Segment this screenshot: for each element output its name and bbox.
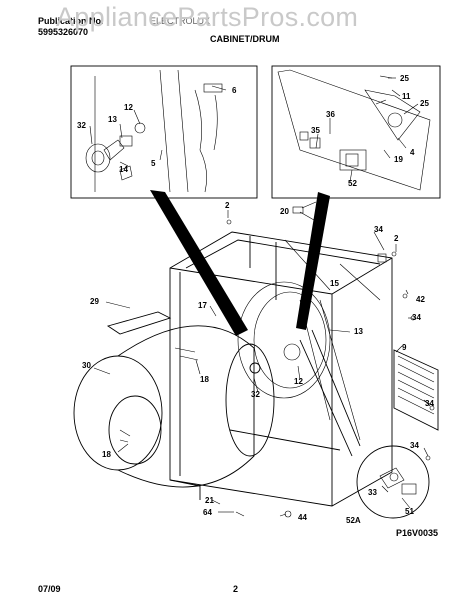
callout-20: 20 [280,207,289,216]
callout-2-b: 2 [318,196,323,205]
vent-grille [393,349,439,431]
callout-5: 5 [151,159,156,168]
callout-25-b: 25 [420,99,429,108]
callout-9: 9 [402,343,407,352]
callout-42: 42 [416,295,425,304]
publication-number: 5995326070 [38,27,89,37]
callout-11: 11 [402,92,411,101]
callout-36: 36 [326,110,335,119]
callout-52: 52 [348,179,357,188]
callout-64: 64 [203,508,212,517]
drum-baffles [119,347,199,443]
pointer-right [296,192,330,330]
door-switch-inset [299,329,430,519]
callout-35: 35 [311,126,320,135]
drum [73,325,275,488]
pointer-left [150,190,248,336]
inset-right-parts [277,69,431,191]
inset-left-parts [85,69,223,193]
callout-13: 13 [108,115,117,124]
callout-14: 14 [119,165,128,174]
callout-17: 17 [198,301,207,310]
callout-29: 29 [90,297,99,306]
callout-13-b: 13 [354,327,363,336]
callout-12-b: 12 [294,377,303,386]
callout-2-c: 2 [394,234,399,243]
publication-label: Publication No. [38,16,104,26]
callout-34: 34 [374,225,383,234]
callout-18-b: 18 [102,450,111,459]
callout-51: 51 [405,507,414,516]
inset-frame-right [271,65,441,199]
callout-32-b: 32 [251,390,260,399]
callout-15: 15 [330,279,339,288]
callout-34-c: 34 [425,399,434,408]
callout-34-d: 34 [410,441,419,450]
rear-drum-back [237,281,331,399]
callout-4: 4 [410,148,415,157]
callout-44: 44 [298,513,307,522]
brand-name: ELECTROLUX [150,16,211,26]
callout-34-b: 34 [412,313,421,322]
watermark: AppliancePartsPros.com [56,2,359,32]
callout-33: 33 [368,488,377,497]
callout-18: 18 [200,375,209,384]
leader-lines [89,77,431,517]
section-title: CABINET/DRUM [210,34,280,44]
page-number: 2 [233,584,239,594]
callout-30: 30 [82,361,91,370]
fasteners [226,206,435,518]
callout-52A: 52A [346,516,361,525]
cabinet-braces [284,239,381,441]
callout-20-b: 20 [316,217,325,226]
callout-12: 12 [124,103,133,112]
footer-date: 07/09 [38,584,61,594]
callout-6: 6 [232,86,237,95]
callout-21: 21 [205,496,214,505]
diagram-code: P16V0035 [396,528,439,538]
callout-19: 19 [394,155,403,164]
callout-32: 32 [77,121,86,130]
cabinet-outline [169,231,393,507]
callout-25: 25 [400,74,409,83]
lint-filter [106,311,172,335]
inset-frame-left [70,65,258,199]
callout-2: 2 [225,201,230,210]
